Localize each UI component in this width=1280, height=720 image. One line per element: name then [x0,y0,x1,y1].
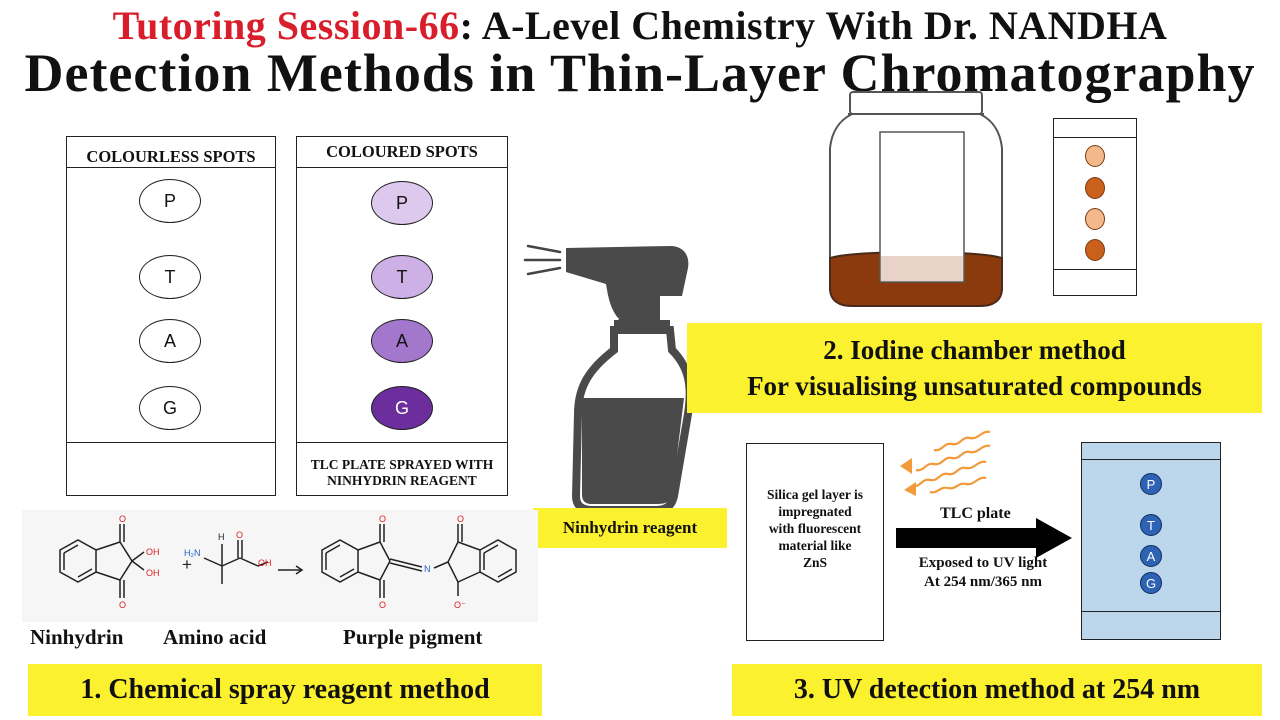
spot-coloured-2: T [371,255,433,299]
pigment-o-bottom: O [379,600,386,610]
method-2-title: 2. Iodine chamber method For visualising… [687,323,1262,413]
spot-colourless-1: P [139,179,201,223]
ninhydrin-oh-top: OH [146,547,160,557]
pigment-oxide: O⁻ [454,600,466,610]
spot-coloured-1: P [371,181,433,225]
ninhydrin-reagent-text: Ninhydrin reagent [562,518,698,537]
spot-coloured-3: A [371,319,433,363]
caption-line-1: TLC PLATE SPRAYED WITH [310,457,494,472]
method-2-title-line-2: For visualising unsaturated compounds [747,371,1202,401]
iodine-chamber-jar [829,91,1003,307]
uv-spot-1: P [1140,473,1162,495]
spot-colourless-4: G [139,386,201,430]
acid-oh: OH [258,558,272,568]
method-3-title-text: 3. UV detection method at 254 nm [793,674,1201,705]
silica-text-2: impregnated [778,504,852,519]
iodine-spot-4 [1085,239,1105,261]
course-name: : A-Level Chemistry With Dr. NANDHA [459,3,1168,48]
iodine-spot-2 [1085,177,1105,199]
uv-spot-3: A [1140,545,1162,567]
uv-light-rays-icon [900,430,991,496]
alpha-hydrogen: H [218,532,225,542]
pigment-o-right: O [457,514,464,524]
label-amino-acid: Amino acid [163,625,267,649]
method-2-title-line-1: 2. Iodine chamber method [823,335,1126,365]
silica-gel-description: Silica gel layer is impregnated with flu… [751,486,879,571]
baseline [1082,611,1220,612]
plate-header-coloured: COLOURED SPOTS [326,142,478,161]
plus-sign: + [182,555,192,574]
acid-carbonyl-o: O [236,530,243,540]
ninhydrin-o-top: O [119,514,126,524]
iodine-spot-1 [1085,145,1105,167]
uv-exposure-text: Exposed to UV light At 254 nm/365 nm [898,554,1068,592]
solvent-front-line [1054,137,1136,138]
solvent-front-line [67,167,275,168]
tlc-plate-colourless: COLOURLESS SPOTS P T A G [66,136,276,496]
pigment-o-top: O [379,514,386,524]
method-1-title: 1. Chemical spray reagent method [28,664,542,716]
silica-text-4: material like [778,538,852,553]
tlc-plate-coloured: COLOURED SPOTS P T A G TLC PLATE SPRAYED… [296,136,508,496]
label-ninhydrin: Ninhydrin [30,625,124,649]
method-3-title: 3. UV detection method at 254 nm [732,664,1262,716]
amine-group: H₂N [184,548,201,558]
solvent-front-line [297,167,507,168]
plate-caption: TLC PLATE SPRAYED WITH NINHYDRIN REAGENT [297,457,507,489]
spot-colourless-2: T [139,255,201,299]
page-title: Detection Methods in Thin-Layer Chromato… [24,43,1256,103]
uv-spot-4: G [1140,572,1162,594]
ninhydrin-oh-bottom: OH [146,568,160,578]
imine-n: N [424,564,431,574]
baseline [297,442,507,443]
baseline [1054,269,1136,270]
method-1-title-text: 1. Chemical spray reagent method [80,674,490,705]
exposure-line-1: Exposed to UV light [918,555,1048,571]
arrow-label-tlc-plate: TLC plate [940,505,1011,522]
silica-gel-plate: Silica gel layer is impregnated with flu… [746,443,884,641]
ninhydrin-o-bottom: O [119,600,126,610]
baseline [67,442,275,443]
exposure-line-2: At 254 nm/365 nm [924,574,1042,590]
session-number: Tutoring Session-66 [112,3,460,48]
plate-header-colourless: COLOURLESS SPOTS [86,147,256,166]
spot-coloured-4: G [371,386,433,430]
session-title: Tutoring Session-66: A-Level Chemistry W… [0,2,1280,49]
silica-text-3: with fluorescent [768,521,862,536]
ninhydrin-reaction-diagram: + O O OH OH H₂N H O OH O O N O O⁻ [22,510,538,622]
silica-text-5: ZnS [802,555,828,570]
uv-tlc-plate: P T A G [1081,442,1221,640]
label-purple-pigment: Purple pigment [343,625,483,649]
uv-spot-2: T [1140,514,1162,536]
solvent-front-line [1082,459,1220,460]
label-ninhydrin-reagent: Ninhydrin reagent [533,508,727,548]
arrow-right-icon [896,518,1072,558]
silica-text-1: Silica gel layer is [766,487,864,502]
spray-bottle-icon [523,244,694,514]
spot-colourless-3: A [139,319,201,363]
iodine-tlc-plate [1053,118,1137,296]
caption-line-2: NINHYDRIN REAGENT [327,473,477,488]
iodine-spot-3 [1085,208,1105,230]
